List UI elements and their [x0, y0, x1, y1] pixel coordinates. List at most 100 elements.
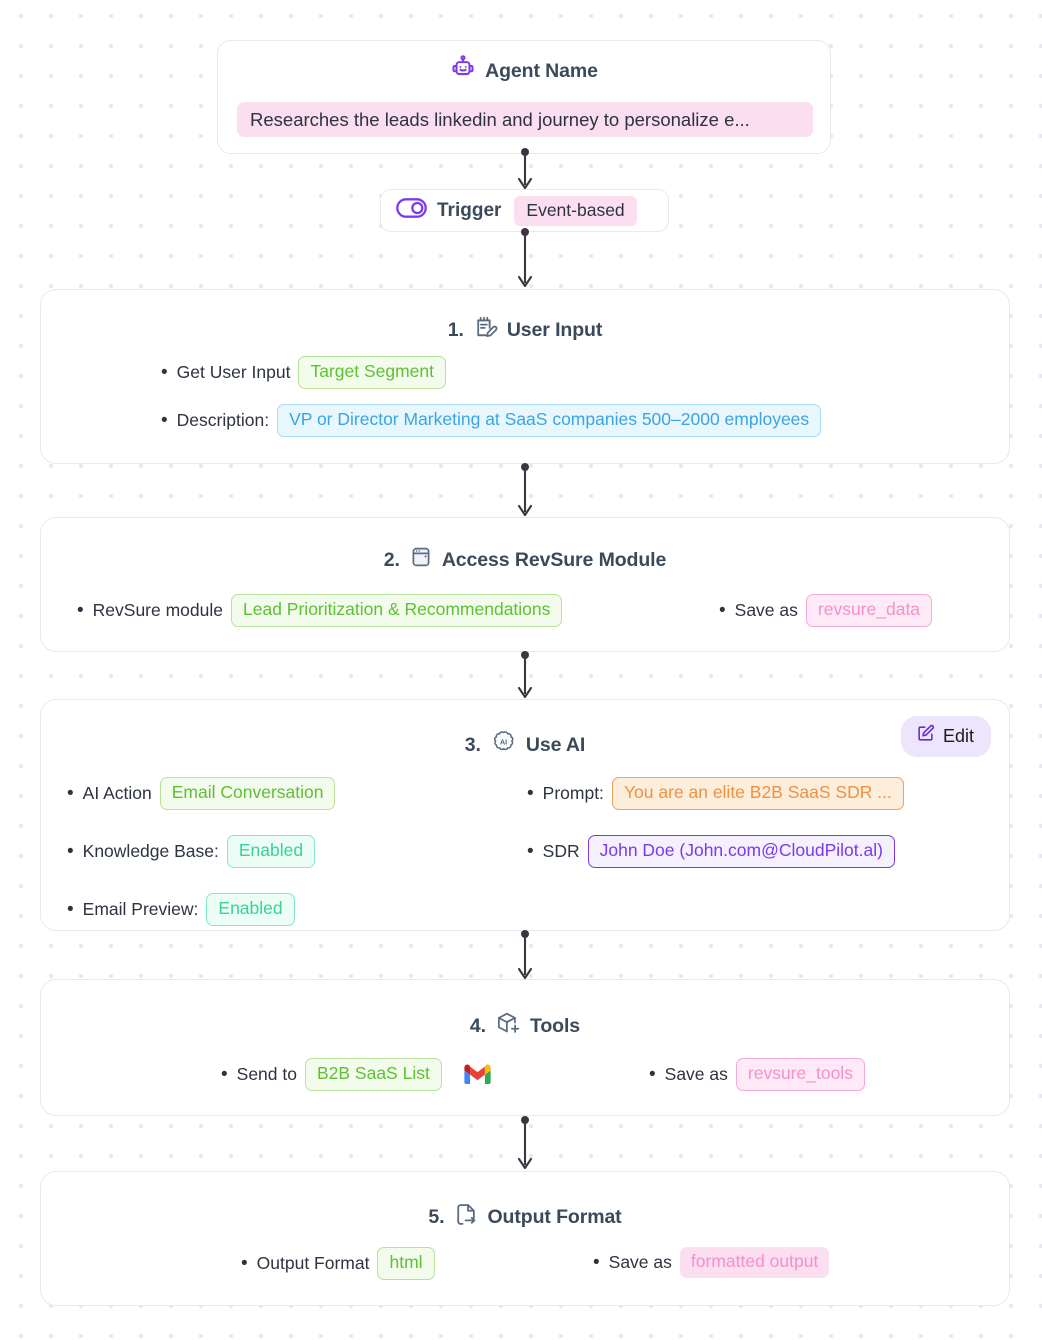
connector-agent-to-trigger — [515, 148, 535, 192]
bullet-icon: • — [221, 1063, 228, 1085]
step-card-user-input: 1. User Input • Get User Input Target Se… — [40, 289, 1010, 464]
step1-title: User Input — [506, 319, 603, 341]
robot-icon — [450, 55, 476, 87]
step3-field-row-3: • Prompt: You are an elite B2B SaaS SDR … — [527, 777, 904, 810]
bullet-icon: • — [593, 1251, 600, 1273]
step1-field-value-1[interactable]: VP or Director Marketing at SaaS compani… — [277, 404, 822, 437]
agent-title-row: Agent Name — [218, 55, 830, 87]
step5-field-value-0[interactable]: html — [377, 1247, 435, 1280]
step2-title-row: 2. Access RevSure Module — [41, 545, 1009, 575]
step3-title: Use AI — [525, 734, 586, 756]
connector-step1-to-step2 — [515, 463, 535, 519]
toggle-icon — [396, 198, 427, 223]
step2-number: 2. — [383, 548, 400, 571]
connector-step4-to-step5 — [515, 1116, 535, 1172]
step5-field-row-1: • Save as formatted output — [593, 1247, 830, 1278]
bullet-icon: • — [77, 599, 84, 621]
step3-number: 3. — [464, 734, 481, 756]
edit-button[interactable]: Edit — [900, 716, 991, 757]
step2-field-label-1: Save as — [734, 599, 798, 620]
box-add-icon — [495, 1010, 521, 1042]
step1-field-row-0: • Get User Input Target Segment — [161, 356, 447, 389]
step3-field-value-0[interactable]: Email Conversation — [159, 777, 336, 810]
connector-trigger-to-step1 — [515, 228, 535, 290]
trigger-label: Trigger — [437, 199, 502, 221]
step1-field-label-1: Description: — [176, 409, 270, 430]
step3-field-value-3[interactable]: You are an elite B2B SaaS SDR ... — [611, 777, 904, 810]
step1-field-value-0[interactable]: Target Segment — [298, 356, 447, 389]
step4-title: Tools — [530, 1014, 581, 1037]
step5-title-row: 5. Output Format — [41, 1202, 1009, 1233]
step4-title-row: 4. Tools — [41, 1010, 1009, 1042]
bullet-icon: • — [67, 840, 74, 862]
step2-field-row-1: • Save as revsure_data — [719, 594, 933, 627]
step1-title-row: 1. User Input — [41, 315, 1009, 346]
step3-field-label-3: Prompt: — [542, 782, 604, 803]
step1-field-label-0: Get User Input — [176, 361, 291, 382]
step3-field-value-2[interactable]: Enabled — [206, 892, 295, 926]
step4-field-value-1[interactable]: revsure_tools — [735, 1058, 865, 1091]
step2-title: Access RevSure Module — [441, 548, 667, 571]
step3-field-value-4[interactable]: John Doe (John.com@CloudPilot.al) — [587, 834, 895, 868]
step3-title-row: 3. AI Use AI — [41, 729, 1009, 762]
step3-field-row-4: • SDR John Doe (John.com@CloudPilot.al) — [527, 834, 904, 868]
step5-title: Output Format — [487, 1206, 622, 1228]
step3-field-value-1[interactable]: Enabled — [226, 834, 316, 868]
svg-text:AI: AI — [500, 737, 507, 746]
agent-description-text: Researches the leads linkedin and journe… — [250, 108, 750, 130]
bullet-icon: • — [161, 409, 168, 431]
bullet-icon: • — [67, 898, 74, 920]
bullet-icon: • — [241, 1252, 248, 1274]
step5-field-value-1[interactable]: formatted output — [679, 1247, 830, 1278]
step-card-use-ai: 3. AI Use AI Edit • AI Action — [40, 699, 1010, 931]
window-module-icon — [409, 545, 433, 575]
file-export-icon — [453, 1202, 478, 1233]
gmail-icon[interactable] — [464, 1064, 491, 1085]
connector-step2-to-step3 — [515, 651, 535, 701]
step2-field-value-0[interactable]: Lead Prioritization & Recommendations — [231, 594, 563, 627]
agent-header-card: Agent Name Researches the leads linkedin… — [217, 40, 831, 154]
step-card-output-format: 5. Output Format • Output Format html • … — [40, 1171, 1010, 1306]
edit-pencil-icon — [916, 724, 935, 748]
step4-field-label-1: Save as — [664, 1063, 728, 1084]
step-card-tools: 4. Tools • Send to B2B SaaS List — [40, 979, 1010, 1116]
step4-field-row-0: • Send to B2B SaaS List — [221, 1058, 491, 1091]
step3-field-row-1: • Knowledge Base: Enabled — [67, 834, 335, 868]
note-edit-icon — [473, 315, 498, 346]
agent-name-label: Agent Name — [485, 59, 598, 82]
edit-button-label: Edit — [942, 725, 974, 746]
bullet-icon: • — [527, 840, 534, 862]
ai-brain-icon: AI — [490, 729, 517, 762]
step5-field-row-0: • Output Format html — [241, 1247, 435, 1280]
step4-field-label-0: Send to — [236, 1063, 297, 1084]
step2-field-value-1[interactable]: revsure_data — [805, 594, 933, 627]
bullet-icon: • — [527, 782, 534, 804]
trigger-card[interactable]: Trigger Event-based — [380, 189, 669, 232]
step4-field-row-1: • Save as revsure_tools — [649, 1058, 865, 1091]
step5-field-label-0: Output Format — [256, 1252, 370, 1273]
step3-field-row-0: • AI Action Email Conversation — [67, 777, 336, 810]
step3-left-fields: • AI Action Email Conversation • Knowled… — [67, 777, 336, 926]
step4-field-value-0[interactable]: B2B SaaS List — [304, 1058, 442, 1091]
step3-field-label-2: Email Preview: — [82, 898, 199, 919]
step2-field-label-0: RevSure module — [92, 599, 224, 620]
step3-right-fields: • Prompt: You are an elite B2B SaaS SDR … — [527, 777, 904, 868]
agent-description-chip[interactable]: Researches the leads linkedin and journe… — [237, 102, 813, 137]
step3-field-label-0: AI Action — [82, 782, 152, 803]
step3-field-label-1: Knowledge Base: — [82, 840, 219, 861]
step5-number: 5. — [428, 1206, 445, 1228]
step2-field-row-0: • RevSure module Lead Prioritization & R… — [77, 594, 563, 627]
step1-field-row-1: • Description: VP or Director Marketing … — [161, 404, 822, 437]
bullet-icon: • — [719, 599, 726, 621]
step-card-access-revsure-module: 2. Access RevSure Module • RevSure modul… — [40, 517, 1010, 652]
bullet-icon: • — [67, 782, 74, 804]
bullet-icon: • — [161, 361, 168, 383]
trigger-value-chip[interactable]: Event-based — [514, 195, 637, 226]
step3-field-row-2: • Email Preview: Enabled — [67, 892, 335, 926]
bullet-icon: • — [649, 1063, 656, 1085]
step1-number: 1. — [447, 319, 464, 341]
connector-step3-to-step4 — [515, 930, 535, 982]
step4-number: 4. — [469, 1014, 486, 1037]
step5-field-label-1: Save as — [608, 1251, 672, 1272]
